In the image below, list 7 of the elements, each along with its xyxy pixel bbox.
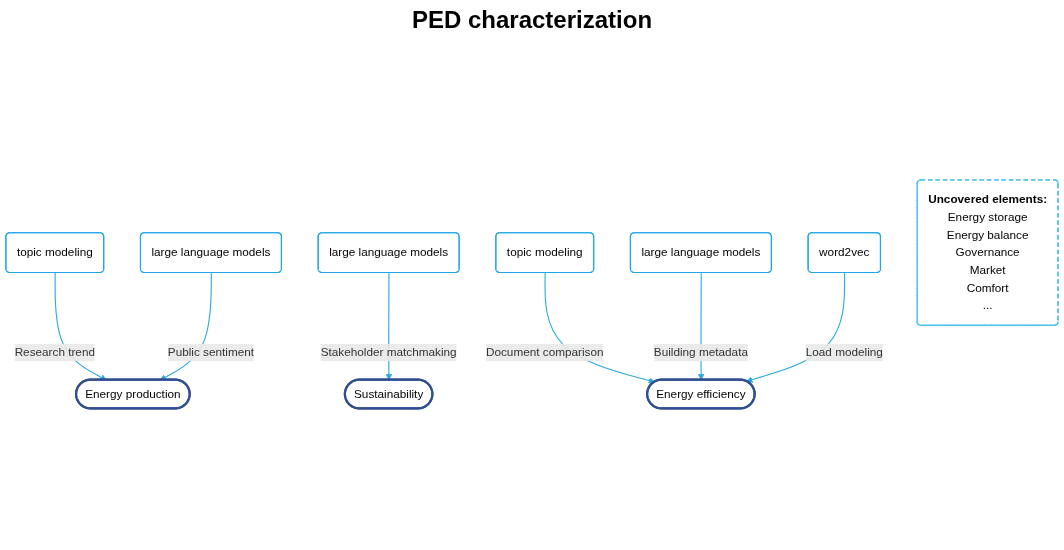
diagram-heading: PED characterization: [411, 6, 653, 33]
edge-label: Document comparison: [485, 345, 604, 359]
edge-label: Public sentiment: [167, 345, 255, 359]
edge-label: Building metadata: [653, 345, 748, 359]
edge-label: Load modeling: [805, 345, 883, 359]
edge-label: Research trend: [14, 345, 95, 359]
edge-label: Stakeholder matchmaking: [320, 345, 457, 359]
